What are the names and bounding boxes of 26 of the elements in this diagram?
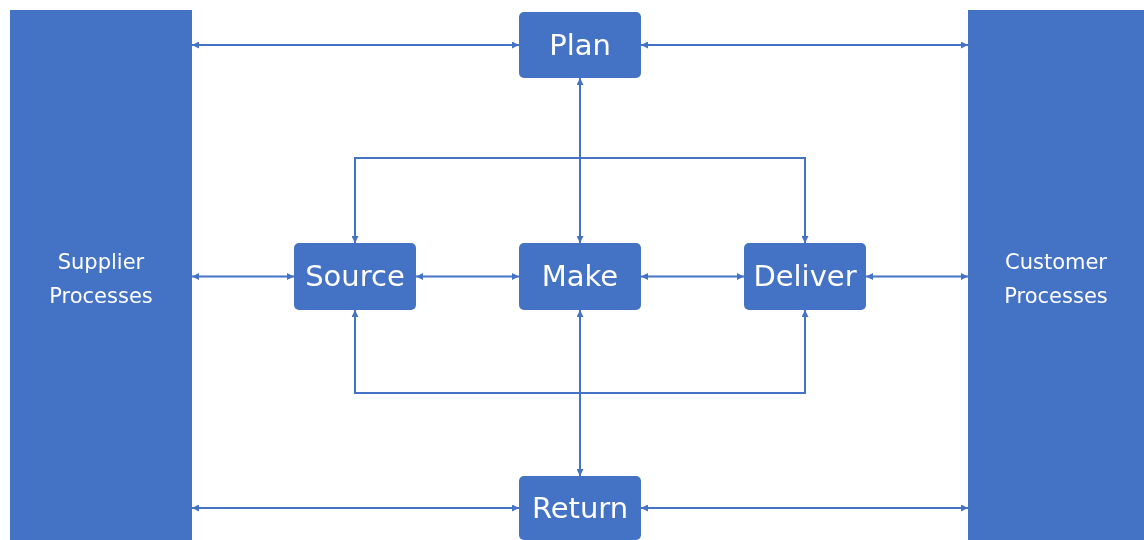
process-box — [519, 12, 641, 78]
process-box — [294, 243, 416, 310]
connector-arrow — [191, 504, 520, 512]
process-band — [10, 10, 192, 540]
connector-arrow — [351, 157, 809, 244]
connector-arrow — [351, 309, 809, 394]
connector-arrow — [640, 273, 745, 280]
connector-arrow — [191, 273, 295, 280]
process-band — [968, 10, 1144, 540]
process-box — [519, 243, 641, 310]
node-label: Source — [304, 258, 406, 296]
process-box — [519, 476, 641, 540]
connector-arrow — [640, 41, 969, 49]
node-label: Customer Processes — [1003, 249, 1109, 310]
node-label: Supplier Processes — [48, 249, 154, 310]
connector-arrow — [576, 77, 584, 244]
node-label: Return — [530, 489, 630, 527]
node-label: Plan — [548, 26, 612, 64]
connector-arrow — [640, 504, 969, 512]
connector-arrow — [415, 273, 520, 280]
connector-arrow — [576, 309, 584, 477]
node-label: Make — [540, 258, 620, 296]
node-label: Deliver — [752, 258, 858, 296]
connector-arrow — [191, 41, 520, 49]
connector-arrow — [865, 273, 969, 280]
process-box — [744, 243, 866, 310]
